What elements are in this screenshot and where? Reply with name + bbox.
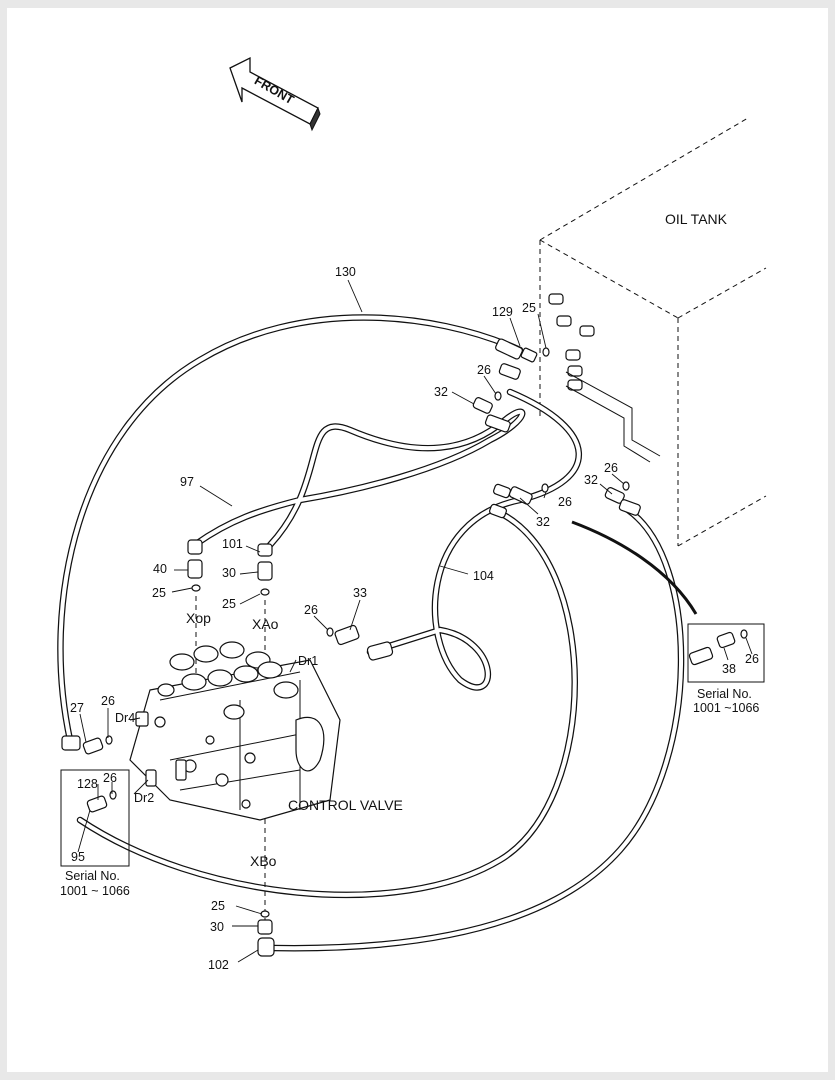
port-dr4: Dr4 [115,711,135,725]
port-labels: Xop XAo XBo Dr1 Dr2 Dr4 [115,610,318,869]
tank-port-fittings [548,293,595,391]
callout-26: 26 [101,694,115,708]
inset-left: Serial No. 1001 ~ 1066 [60,769,130,898]
callout-38: 38 [722,662,736,676]
callout-32: 32 [536,515,550,529]
fittings-valve-top [187,539,394,661]
inset-right: Serial No. 1001 ~1066 [687,623,765,715]
hose-102 [268,506,685,952]
drain-line [571,520,698,615]
hose-95 [76,508,578,899]
callout-27: 27 [70,701,84,715]
callout-25: 25 [211,899,225,913]
inset-left-line2: 1001 ~ 1066 [60,884,130,898]
oil-tank: OIL TANK [539,117,767,547]
control-valve [129,641,341,821]
callout-102: 102 [208,958,229,972]
callout-30: 30 [210,920,224,934]
fittings-bottom [257,910,275,957]
port-xop: Xop [186,610,211,626]
fittings-upper [472,338,641,519]
callout-101: 101 [222,537,243,551]
callout-26: 26 [103,771,117,785]
callout-40: 40 [153,562,167,576]
port-dr1: Dr1 [298,654,318,668]
callout-26: 26 [304,603,318,617]
port-dr2: Dr2 [134,791,154,805]
callout-25: 25 [522,301,536,315]
callout-25: 25 [152,586,166,600]
inset-right-line2: 1001 ~1066 [693,701,759,715]
callout-30: 30 [222,566,236,580]
port-xao: XAo [252,616,279,632]
callouts: 130 129 25 26 32 97 104 26 32 32 26 101 … [70,265,759,972]
callout-26: 26 [558,495,572,509]
callout-95: 95 [71,850,85,864]
callout-26: 26 [477,363,491,377]
hose-104 [366,388,582,691]
callout-129: 129 [492,305,513,319]
hose-97 [192,408,526,549]
front-arrow: FRONT [229,56,321,132]
inset-left-line1: Serial No. [65,869,120,883]
callout-97: 97 [180,475,194,489]
callout-26: 26 [745,652,759,666]
callout-130: 130 [335,265,356,279]
valve-label: CONTROL VALVE [288,797,403,813]
hose-130 [57,314,524,744]
drawing-sheet [7,8,828,1072]
callout-32: 32 [584,473,598,487]
callout-33: 33 [353,586,367,600]
leader-lines [77,279,753,963]
port-xbo: XBo [250,853,277,869]
callout-25: 25 [222,597,236,611]
tank-label: OIL TANK [665,211,728,227]
inset-right-line1: Serial No. [697,687,752,701]
callout-104: 104 [473,569,494,583]
fittings-left [61,711,157,813]
callout-26: 26 [604,461,618,475]
callout-128: 128 [77,777,98,791]
callout-32: 32 [434,385,448,399]
